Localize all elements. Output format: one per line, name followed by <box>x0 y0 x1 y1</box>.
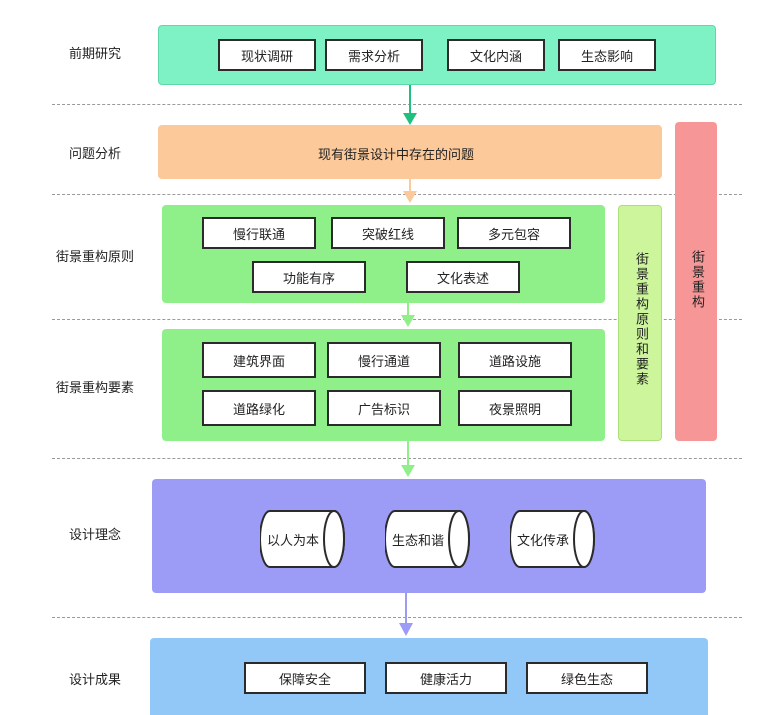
row-label-elements: 街景重构要素 <box>55 381 134 396</box>
row-label-outcome: 设计成果 <box>68 673 121 688</box>
element-box-night-lighting: 夜景照明 <box>458 390 572 426</box>
research-box-survey: 现状调研 <box>218 39 316 71</box>
concept-cylinder-culture <box>510 510 595 568</box>
divider-3 <box>52 319 742 320</box>
research-box-ecology: 生态影响 <box>558 39 656 71</box>
divider-2 <box>52 194 742 195</box>
principle-box-break-redline: 突破红线 <box>331 217 445 249</box>
concept-label-culture: 文化传承 <box>517 534 570 549</box>
side-green-text: 街景重构原则和要素 <box>633 252 648 387</box>
element-box-building-facade: 建筑界面 <box>202 342 316 378</box>
side-green-panel <box>618 205 662 441</box>
outcome-box-green: 绿色生态 <box>526 662 648 694</box>
element-box-signage: 广告标识 <box>327 390 441 426</box>
side-red-panel <box>675 122 717 441</box>
problem-text: 现有街景设计中存在的问题 <box>318 148 475 163</box>
concept-label-people: 以人为本 <box>267 534 320 549</box>
arrow-problem-to-principles <box>403 179 417 203</box>
concept-cylinder-ecology <box>385 510 470 568</box>
divider-4 <box>52 458 742 459</box>
outcome-box-vitality: 健康活力 <box>385 662 507 694</box>
research-box-needs: 需求分析 <box>325 39 423 71</box>
arrow-elements-to-concept <box>401 441 415 477</box>
research-box-culture: 文化内涵 <box>447 39 545 71</box>
principle-box-slow-connect: 慢行联通 <box>202 217 316 249</box>
arrow-concept-to-outcome <box>399 593 413 636</box>
row-label-research: 前期研究 <box>68 47 121 62</box>
principle-box-function-order: 功能有序 <box>252 261 366 293</box>
arrow-principles-to-elements <box>401 303 415 327</box>
problem-panel <box>158 125 662 179</box>
element-box-road-greening: 道路绿化 <box>202 390 316 426</box>
outcome-box-safety: 保障安全 <box>244 662 366 694</box>
element-box-slow-lane: 慢行通道 <box>327 342 441 378</box>
row-label-concept: 设计理念 <box>68 528 121 543</box>
arrow-research-to-problem <box>403 85 417 125</box>
principle-box-culture-expression: 文化表述 <box>406 261 520 293</box>
divider-5 <box>52 617 742 618</box>
side-red-text: 街景重构 <box>689 250 704 310</box>
concept-cylinder-people <box>260 510 345 568</box>
row-label-principles: 街景重构原则 <box>55 250 134 265</box>
row-label-problem: 问题分析 <box>68 147 121 162</box>
principle-box-inclusive: 多元包容 <box>457 217 571 249</box>
divider-1 <box>52 104 742 105</box>
concept-label-ecology: 生态和谐 <box>392 534 445 549</box>
element-box-road-facility: 道路设施 <box>458 342 572 378</box>
